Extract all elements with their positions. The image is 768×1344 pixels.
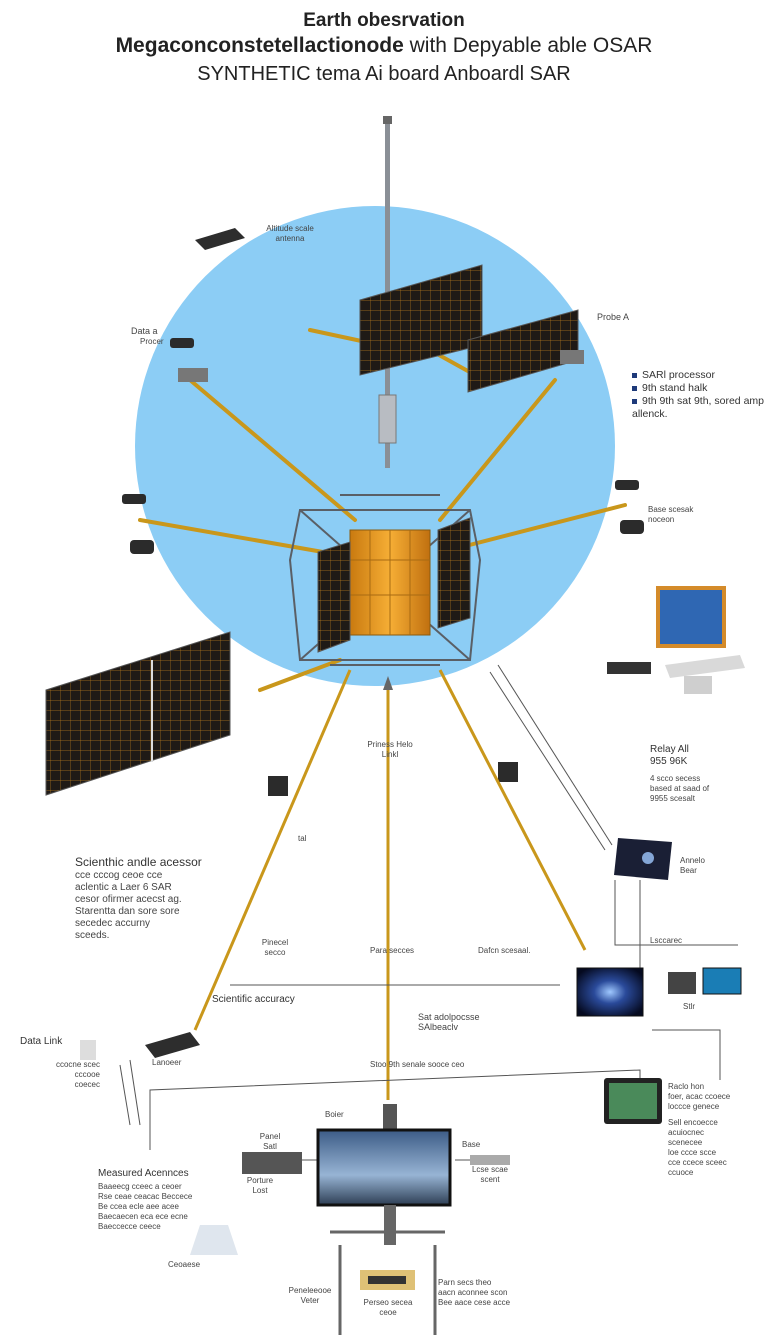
label-stand: Peneleeooe Veter bbox=[288, 1286, 332, 1305]
label-left-desc: Scienthic andle acessor bbox=[75, 855, 202, 869]
mast-cylinder bbox=[378, 394, 397, 444]
label-relay-sub: 4 scco secess based at saad of 9955 sces… bbox=[650, 774, 710, 803]
label-probe-a: Probe A bbox=[597, 312, 630, 322]
sar-list-item-2: 9th stand halk bbox=[632, 382, 768, 395]
solar-panel-large bbox=[45, 631, 231, 796]
top-small-panel bbox=[195, 228, 245, 250]
label-right-box-sub: Lcse scae scent bbox=[471, 1165, 509, 1184]
bullet-icon bbox=[632, 385, 637, 391]
label-sci-accuracy: Scientific accuracy bbox=[212, 994, 295, 1005]
measurement-plot bbox=[190, 1225, 238, 1255]
galaxy-display bbox=[576, 967, 644, 1017]
label-pixel-a: Pinecel secco bbox=[261, 938, 289, 957]
label-base-panel: Lanoeer bbox=[152, 1058, 182, 1067]
label-measure-sub: Baaeecg cceec a ceoer Rse ceae ceacac Be… bbox=[98, 1182, 193, 1231]
label-data-link-sub: ccocne scec cccooe coecec bbox=[55, 1060, 100, 1089]
label-lower-flow: Stoo 9th senale sooce ceo bbox=[370, 1060, 465, 1069]
label-left-box-sub: Porture Lost bbox=[246, 1176, 274, 1195]
label-pixel-b: Para secces bbox=[370, 946, 415, 955]
label-left-desc-sub: cce cccog ceoe cce aclentic a Laer 6 SAR… bbox=[75, 870, 182, 941]
earth-globe bbox=[135, 206, 615, 686]
bullet-icon bbox=[632, 398, 637, 404]
label-far-right-desc: Raclo hon foer, acac ccoece loccce genec… bbox=[668, 1082, 731, 1111]
solar-panel-side-left bbox=[317, 541, 351, 653]
ground-antenna-panel bbox=[145, 1032, 200, 1058]
label-relay-title: Relay All 955 96K bbox=[650, 744, 689, 767]
arm-end-modules bbox=[122, 338, 644, 796]
ground-beams bbox=[193, 669, 587, 1100]
bullet-icon bbox=[632, 372, 637, 378]
title-line-3: SYNTHETIC tema Ai board Anboardl SAR bbox=[197, 63, 571, 85]
label-right-box: Base bbox=[462, 1140, 481, 1149]
sar-feature-list: SARl processor 9th stand halk 9th 9th sa… bbox=[632, 369, 768, 421]
title-line-1: Earth obesrvation bbox=[303, 10, 465, 31]
title-line-2: Megaconconstetellactionode with Depyable… bbox=[0, 34, 768, 58]
label-right-row: Lsccarec bbox=[650, 936, 683, 945]
label-top-panel: Altitude scale antenna bbox=[266, 224, 314, 243]
label-center-link: Priness Helo Linkl bbox=[367, 740, 413, 759]
label-stand-right: Parn secs theo aacn aconnee scon Bee aac… bbox=[438, 1278, 511, 1307]
label-stand-center: Perseo secea ceoe bbox=[363, 1298, 413, 1317]
sar-list-item-3: 9th 9th sat 9th, sored amp allenck. bbox=[632, 395, 764, 420]
label-monitor: Boier bbox=[325, 1110, 344, 1119]
label-data-link: Data Link bbox=[20, 1036, 63, 1047]
ground-monitor bbox=[316, 1128, 452, 1207]
ground-stand bbox=[330, 1230, 445, 1335]
solar-panel-side-right bbox=[437, 517, 471, 629]
label-data-a-sub: Procer bbox=[140, 337, 164, 346]
sar-list-item-1: SARl processor bbox=[632, 369, 768, 382]
label-measure-footer: Ceoaese bbox=[168, 1260, 201, 1269]
title-line-2-rest: with Depyable able OSAR bbox=[403, 34, 653, 57]
label-data-sec: Dafcn scesaal. bbox=[478, 946, 531, 955]
label-left-box: Panel Satl bbox=[259, 1132, 281, 1151]
label-sat: Sat adolpocsse SAlbeaclv bbox=[418, 1012, 480, 1032]
label-data-a: Data a bbox=[131, 326, 158, 336]
title-line-2-bold: Megaconconstetellactionode bbox=[115, 34, 404, 57]
label-stlt: Stlr bbox=[683, 1002, 695, 1011]
label-right-tablet: Annelo Bear bbox=[680, 856, 705, 875]
label-far-right-sub: Sell encoecce acuiocnec scenecee loe ccc… bbox=[668, 1118, 727, 1177]
label-arm-left: tal bbox=[298, 834, 307, 843]
label-right-arm: Base scesak noceon bbox=[648, 505, 694, 524]
label-measure-title: Measured Acennces bbox=[98, 1168, 189, 1179]
